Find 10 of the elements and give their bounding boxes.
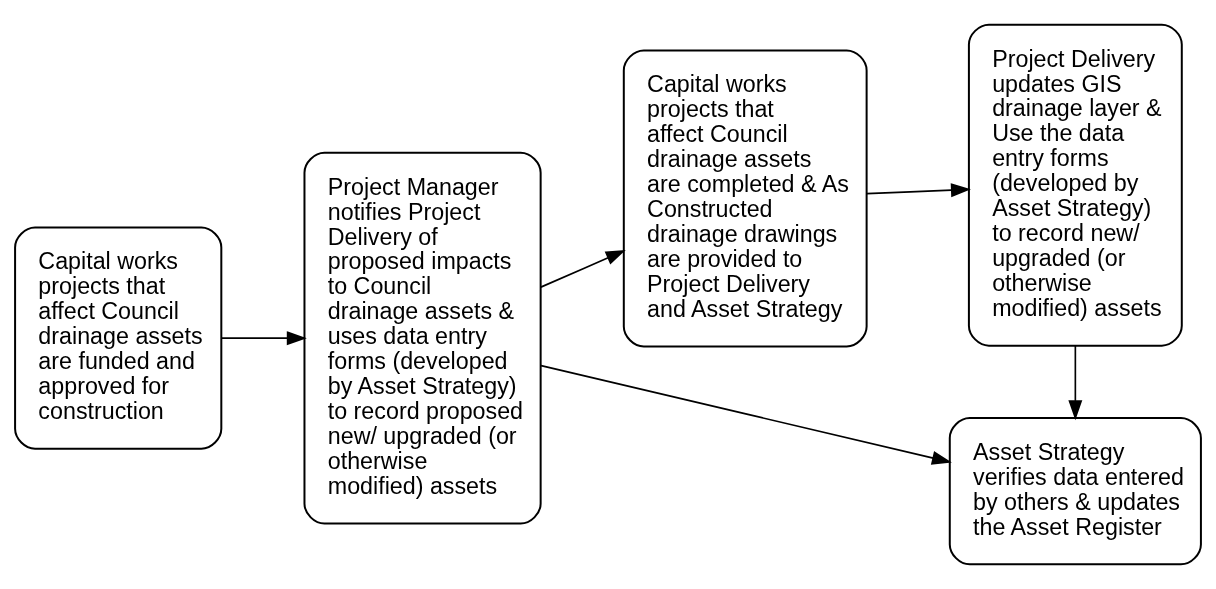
node-box: Project Delivery updates GIS drainage layer & Use the data entry forms (developed by Asset Strategy) to record new/ upgraded (or otherwise modified) assets <box>967 23 1183 347</box>
node-box: Project Manager notifies Project Delivery of proposed impacts to Council drainage assets & uses data entry forms (developed by Asset Strategy) to record proposed new/ upgraded (or otherwise modified) assets <box>303 151 542 525</box>
node-box: Asset Strategy verifies data entered by others & updates the Asset Register <box>948 417 1202 566</box>
arrow <box>1068 345 1083 421</box>
arrow <box>540 364 952 465</box>
arrow <box>865 183 971 198</box>
arrow <box>220 331 307 346</box>
node-box: Capital works projects that affect Council drainage assets are funded and approved for construction <box>14 226 223 450</box>
arrow <box>540 250 626 288</box>
node-box: Capital works projects that affect Council drainage assets are completed & As Constructed drainage drawings are provided to Project Delivery and Asset Strategy <box>622 49 868 348</box>
